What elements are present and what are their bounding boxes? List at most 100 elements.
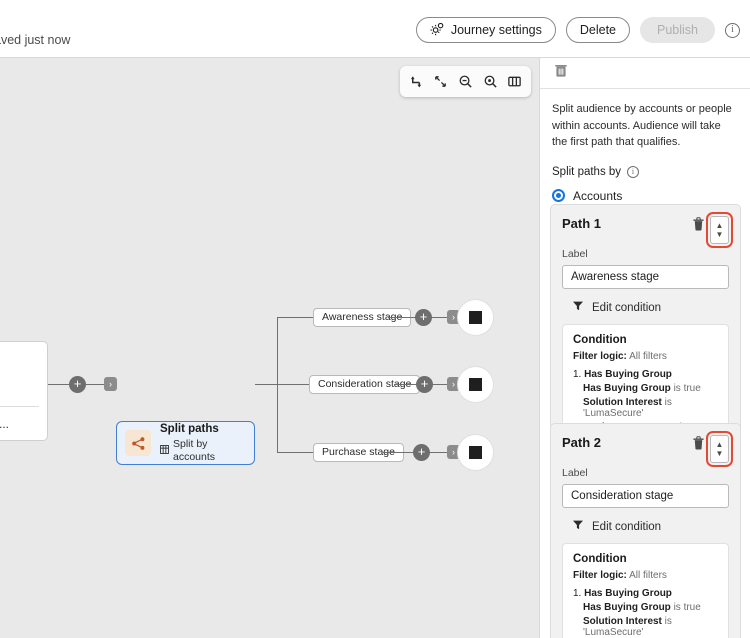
path-2-condition-title: Condition [573,553,627,565]
zoom-out-icon[interactable] [455,71,476,92]
filter-icon [572,300,584,315]
path-1-rule-2: Solution Interest is 'LumaSecure' [573,397,718,419]
split-paths-by-info-icon[interactable]: i [627,165,640,178]
chevron-down-icon[interactable]: ▼ [715,448,724,458]
upstream-node-divider [0,406,39,407]
radio-accounts-indicator [552,189,565,202]
delete-label: Delete [579,23,616,37]
path-2-condition-item: 1. Has Buying Group [573,588,718,599]
saved-status-text: aved just now [0,33,71,47]
journey-settings-label: Journey settings [450,23,542,37]
delete-button[interactable]: Delete [565,17,630,43]
split-node-text: Split paths Split by accounts [160,422,246,465]
path-2-actions: ▲ ▼ [692,431,733,467]
path-2-edit-condition-button[interactable]: Edit condition [562,519,729,534]
path-2-filter-logic-value: All filters [629,570,667,581]
path-card-2: Path 2 ▲ ▼ Label [550,423,741,638]
path-1-filter-logic: Filter logic: All filters [573,351,718,362]
app-header: aved just now [0,0,750,58]
add-step-button-branch-3[interactable]: + [413,444,430,461]
grid-icon [160,444,169,458]
add-step-button-branch-2[interactable]: + [416,376,433,393]
add-step-button-upstream[interactable]: + [69,376,86,393]
add-step-button-branch-1[interactable]: + [415,309,432,326]
upstream-node-clipped[interactable]: ring ent umaSec... [0,341,48,441]
journey-settings-button[interactable]: Journey settings [415,17,556,43]
panel-description: Split audience by accounts or people wit… [552,103,732,148]
path-2-rule-2-field: Solution Interest [583,616,662,627]
edge-branch-1 [277,317,313,319]
path-2-rule-2: Solution Interest is 'LumaSecure' [573,616,718,638]
stop-icon [469,446,482,459]
path-2-filter-logic-caption: Filter logic: [573,570,627,581]
reorder-path-2-control[interactable]: ▲ ▼ [706,431,733,467]
path-1-title: Path 1 [562,216,602,231]
upstream-node-line2: ent [0,384,39,396]
stop-icon [469,378,482,391]
path-2-edit-condition-label: Edit condition [592,520,662,533]
chevron-up-icon[interactable]: ▲ [715,439,724,449]
path-1-rule-1-field: Has Buying Group [583,383,671,394]
branch-label-2[interactable]: Consideration stage [309,375,421,394]
end-node-branch-1[interactable] [458,300,493,335]
journey-canvas[interactable]: ring ent umaSec... + › Awareness stage +… [0,58,539,638]
path-2-rule-2-rest: is 'LumaSecure' [583,616,672,638]
path-1-condition-item-name: Has Buying Group [584,369,672,380]
path-2-title: Path 2 [562,435,602,450]
reorder-path-1-control[interactable]: ▲ ▼ [706,212,733,248]
split-node-subtitle: Split by accounts [173,438,216,464]
path-1-condition-title: Condition [573,334,627,346]
path-1-edit-condition-button[interactable]: Edit condition [562,300,729,315]
split-paths-node[interactable]: Split paths Split by accounts [116,421,255,465]
canvas-toolbar [400,66,531,97]
panel-toolbar [540,58,750,89]
path-1-rule-1-rest: is true [670,383,701,394]
path-1-rule-2-rest: is 'LumaSecure' [583,397,672,419]
branch-label-3[interactable]: Purchase stage [313,443,404,462]
edge-split-out [255,384,277,386]
expand-connector-upstream[interactable]: › [104,377,117,391]
minimap-icon[interactable] [504,71,525,92]
split-paths-by-row: Split paths by i [552,165,738,178]
zoom-in-icon[interactable] [480,71,501,92]
filter-icon [572,519,584,534]
config-panel: Split audience by accounts or people wit… [539,58,750,638]
upstream-node-line3: umaSec... [0,419,9,431]
path-1-edit-condition-label: Edit condition [592,301,662,314]
split-paths-icon [125,430,151,456]
publish-label: Publish [657,23,698,37]
expand-connector-branch-3[interactable]: › [447,445,460,459]
path-2-rule-1-field: Has Buying Group [583,602,671,613]
chevron-down-icon[interactable]: ▼ [715,229,724,239]
chevron-up-icon[interactable]: ▲ [715,220,724,230]
path-1-filter-logic-value: All filters [629,351,667,362]
publish-button[interactable]: Publish [640,17,715,43]
end-node-branch-3[interactable] [458,435,493,470]
path-2-label-input[interactable] [562,484,729,508]
split-node-subtitle-row: Split by accounts [160,438,246,464]
delete-path-2-icon[interactable] [692,435,705,455]
expand-connector-branch-1[interactable]: › [447,310,460,324]
path-1-condition-item-number: 1. [573,369,582,380]
stop-icon [469,311,482,324]
expand-connector-branch-2[interactable]: › [447,377,460,391]
path-1-label-input[interactable] [562,265,729,289]
trash-icon[interactable] [554,63,568,83]
path-1-rule-1: Has Buying Group is true [573,383,718,394]
path-1-rule-2-field: Solution Interest [583,397,662,408]
edge-branch-3 [277,452,313,454]
path-2-condition-box: Condition Filter logic: All filters 1. H… [562,543,729,638]
fit-to-screen-icon[interactable] [430,71,451,92]
radio-option-accounts[interactable]: Accounts [552,189,738,203]
end-node-branch-2[interactable] [458,367,493,402]
gear-icon [430,22,444,39]
publish-info-icon[interactable]: i [725,22,740,38]
undo-redo-icon[interactable] [406,71,427,92]
path-1-condition-item: 1. Has Buying Group [573,369,718,380]
edge-branch-2 [277,384,309,386]
path-2-rule-1-rest: is true [670,602,701,613]
path-1-label-caption: Label [562,248,588,260]
delete-path-1-icon[interactable] [692,216,705,236]
path-2-condition-item-number: 1. [573,588,582,599]
